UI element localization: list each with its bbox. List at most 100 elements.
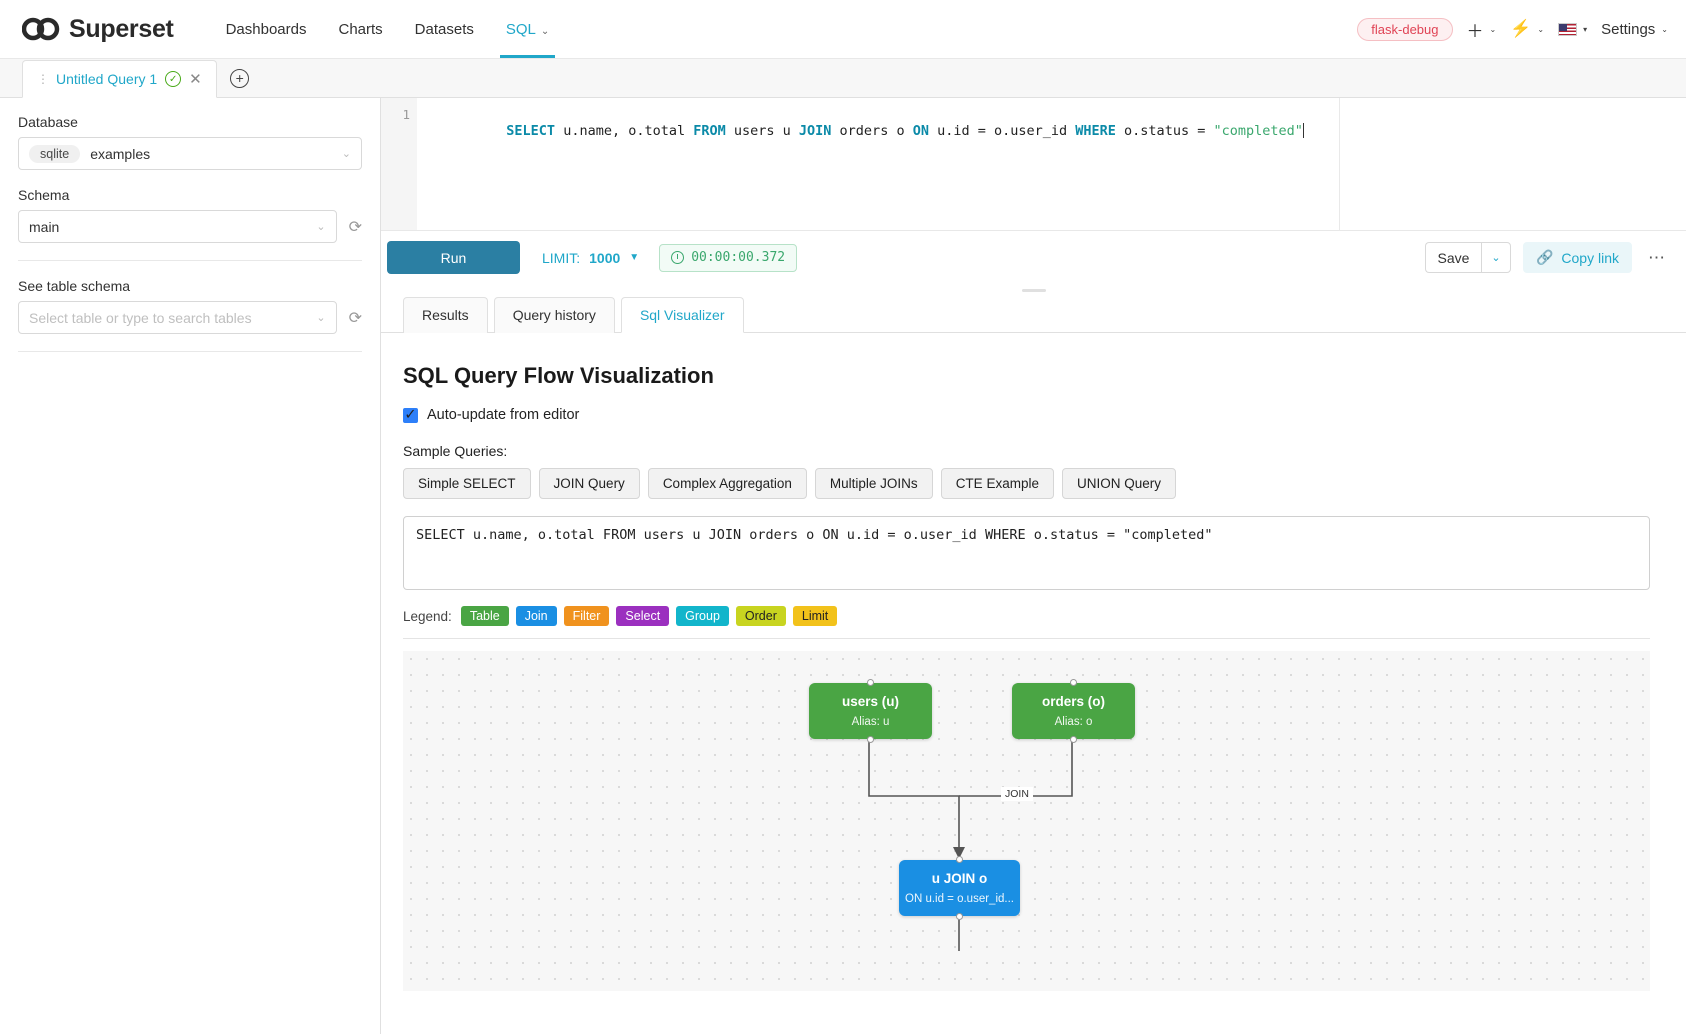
- checkbox-icon[interactable]: ✓: [403, 407, 418, 423]
- node-title: users (u): [841, 694, 899, 709]
- sample-complex-aggregation-button[interactable]: Complex Aggregation: [647, 468, 807, 499]
- legend-label: Legend:: [403, 608, 452, 624]
- save-dropdown-button[interactable]: ⌄: [1480, 242, 1511, 273]
- section-divider: [403, 638, 1650, 639]
- database-label: Database: [18, 114, 78, 130]
- nav-sql[interactable]: SQL ⌄: [490, 2, 565, 58]
- database-select[interactable]: sqlite examples ⌄: [18, 137, 362, 170]
- limit-value: 1000: [589, 249, 621, 266]
- check-circle-icon: ✓: [165, 71, 182, 87]
- limit-dropdown[interactable]: LIMIT: 1000 ▼: [542, 250, 639, 266]
- node-handle-bottom[interactable]: [867, 736, 874, 743]
- top-navbar: Superset Dashboards Charts Datasets SQL ⌄…: [0, 0, 1686, 59]
- caret-down-icon: ▾: [1583, 24, 1588, 34]
- refresh-icon[interactable]: ⟳: [348, 309, 362, 327]
- legend-chip-select: Select: [616, 606, 670, 626]
- flow-node-join[interactable]: u JOIN o ON u.id = o.user_id...: [899, 856, 1020, 920]
- editor-code-line[interactable]: SELECT u.name, o.total FROM users u JOIN…: [506, 123, 1304, 139]
- sample-multiple-joins-button[interactable]: Multiple JOINs: [814, 468, 933, 499]
- flow-edges: [868, 739, 1073, 951]
- auto-update-toggle[interactable]: ✓ Auto-update from editor: [403, 407, 1650, 423]
- node-handle-top[interactable]: [956, 856, 963, 863]
- node-subtitle: ON u.id = o.user_id...: [905, 893, 1014, 905]
- settings-menu[interactable]: Settings ⌄: [1601, 21, 1668, 38]
- refresh-icon[interactable]: ⟳: [348, 218, 362, 236]
- legend-chip-limit: Limit: [792, 606, 838, 626]
- node-subtitle: Alias: u: [851, 716, 890, 728]
- table-select[interactable]: Select table or type to search tables ⌄: [18, 301, 337, 334]
- chevron-down-icon: ⌄: [316, 312, 326, 324]
- result-tabs: Results Query history Sql Visualizer: [381, 296, 1686, 333]
- new-item-menu[interactable]: ＋ ⌄: [1467, 17, 1497, 42]
- sample-cte-example-button[interactable]: CTE Example: [940, 468, 1054, 499]
- chevron-down-icon: ⌄: [1537, 24, 1545, 34]
- tab-query-history[interactable]: Query history: [493, 297, 615, 333]
- nav-sql-label: SQL: [505, 20, 536, 38]
- node-handle-bottom[interactable]: [956, 913, 963, 920]
- nav-dashboards[interactable]: Dashboards: [225, 20, 307, 38]
- chevron-down-icon: ⌄: [1661, 24, 1668, 34]
- chevron-down-icon: ⌄: [540, 25, 550, 37]
- sample-queries-label: Sample Queries:: [403, 443, 508, 459]
- node-handle-top[interactable]: [867, 679, 874, 686]
- node-handle-bottom[interactable]: [1070, 736, 1077, 743]
- query-tab-label: Untitled Query 1: [56, 71, 158, 87]
- query-tab[interactable]: ⋮ Untitled Query 1 ✓ ✕: [22, 60, 217, 98]
- schema-row: main ⌄ ⟳: [18, 210, 362, 243]
- more-options-button[interactable]: ⋯: [1648, 247, 1666, 267]
- node-handle-top[interactable]: [1070, 679, 1077, 686]
- flow-node-users[interactable]: users (u) Alias: u: [809, 679, 932, 743]
- schema-label: Schema: [18, 187, 70, 203]
- editor-gutter: 1: [381, 98, 417, 230]
- editor-toolbar: Run LIMIT: 1000 ▼ 00:00:00.372 Save ⌄ 🔗: [381, 231, 1686, 284]
- add-query-tab-button[interactable]: +: [217, 59, 263, 97]
- run-button[interactable]: Run: [387, 241, 520, 274]
- page-title: SQL Query Flow Visualization: [403, 363, 714, 388]
- table-select-placeholder: Select table or type to search tables: [29, 309, 252, 326]
- save-group: Save ⌄: [1424, 242, 1511, 273]
- nav-charts[interactable]: Charts: [338, 20, 383, 38]
- timer-value: 00:00:00.372: [691, 250, 786, 265]
- nav-datasets[interactable]: Datasets: [414, 20, 474, 38]
- status-badge: flask-debug: [1357, 17, 1453, 41]
- schema-value: main: [29, 218, 60, 235]
- sample-join-query-button[interactable]: JOIN Query: [538, 468, 640, 499]
- navbar-right: flask-debug ＋ ⌄ ⚡ ⌄ ▾ Settings ⌄: [1357, 17, 1668, 42]
- legend: Legend: Table Join Filter Select Group O…: [403, 606, 1650, 626]
- plus-icon: ＋: [1466, 21, 1484, 41]
- edge-label-join: JOIN: [1001, 787, 1033, 801]
- plus-circle-icon: +: [230, 68, 250, 88]
- sql-editor[interactable]: 1 SELECT u.name, o.total FROM users u JO…: [381, 98, 1686, 231]
- right-pane: 1 SELECT u.name, o.total FROM users u JO…: [381, 98, 1686, 1034]
- toolbar-right: Save ⌄ 🔗 Copy link ⋯: [1424, 242, 1670, 273]
- node-title: u JOIN o: [931, 871, 988, 886]
- legend-chip-table: Table: [460, 606, 509, 626]
- ace-editor[interactable]: 1 SELECT u.name, o.total FROM users u JO…: [381, 98, 1686, 230]
- schema-select[interactable]: main ⌄: [18, 210, 337, 243]
- chevron-down-icon: ⌄: [341, 148, 351, 160]
- close-icon[interactable]: ✕: [189, 71, 202, 88]
- flow-node-orders[interactable]: orders (o) Alias: o: [1012, 679, 1135, 743]
- flow-canvas[interactable]: JOIN users (u) Alias: u orders (o) Alias…: [403, 651, 1650, 991]
- legend-chip-group: Group: [676, 606, 729, 626]
- text-cursor: [1302, 123, 1304, 138]
- sample-simple-select-button[interactable]: Simple SELECT: [403, 468, 531, 499]
- tab-sql-visualizer[interactable]: Sql Visualizer: [620, 297, 744, 333]
- database-value: examples: [90, 145, 151, 162]
- language-menu[interactable]: ▾: [1558, 22, 1588, 36]
- sample-queries-row: Simple SELECT JOIN Query Complex Aggrega…: [403, 468, 1650, 499]
- drag-handle-icon[interactable]: ⋮: [37, 72, 49, 86]
- sample-union-query-button[interactable]: UNION Query: [1061, 468, 1176, 499]
- sidebar-divider-2: [18, 351, 362, 352]
- main-nav: Dashboards Charts Datasets SQL ⌄: [210, 2, 566, 58]
- line-number: 1: [402, 107, 410, 122]
- query-tab-strip: ⋮ Untitled Query 1 ✓ ✕ +: [0, 59, 1686, 98]
- node-title: orders (o): [1041, 694, 1105, 709]
- copy-link-button[interactable]: 🔗 Copy link: [1522, 242, 1632, 273]
- bolt-menu[interactable]: ⚡ ⌄: [1510, 19, 1544, 39]
- superset-logo[interactable]: Superset: [21, 15, 174, 44]
- tab-results[interactable]: Results: [403, 297, 488, 333]
- sql-input-textarea[interactable]: [403, 516, 1650, 590]
- pane-resize-handle[interactable]: [381, 284, 1686, 296]
- save-button[interactable]: Save: [1424, 242, 1481, 273]
